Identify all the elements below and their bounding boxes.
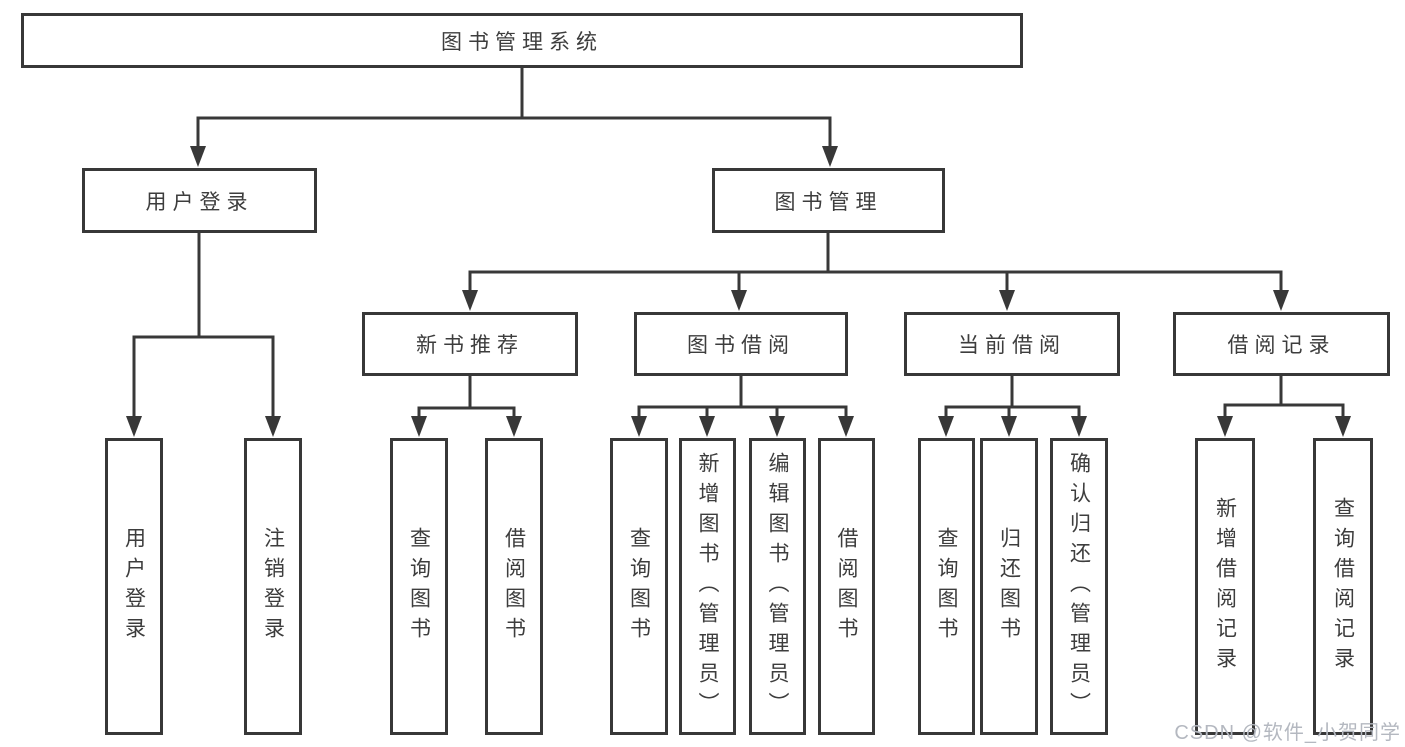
leaf-return-book: 归还图书 (980, 438, 1038, 735)
node-label: 图书管理系统 (441, 30, 603, 54)
node-label: 借阅图书 (502, 526, 526, 647)
leaf-confirm-return-admin: 确认归还（管理员） (1050, 438, 1108, 735)
leaf-add-book-admin: 新增图书（管理员） (679, 438, 736, 735)
leaf-borrow-books-2: 借阅图书 (818, 438, 875, 735)
node-book-management: 图书管理 (712, 168, 945, 233)
node-label: 用户登录 (145, 190, 254, 214)
leaf-query-books-current: 查询图书 (918, 438, 975, 735)
node-label: 注销登录 (261, 526, 285, 647)
leaf-query-books-recommend: 查询图书 (390, 438, 448, 735)
node-book-borrowing: 图书借阅 (634, 312, 848, 376)
node-label: 图书借阅 (687, 334, 795, 357)
node-label: 当前借阅 (958, 334, 1066, 357)
csdn-watermark: CSDN @软件_小贺同学 (1174, 722, 1401, 744)
node-current-borrowing: 当前借阅 (904, 312, 1120, 376)
node-label: 新增图书（管理员） (696, 451, 719, 722)
node-label: 借阅记录 (1227, 334, 1336, 357)
node-user-login: 用户登录 (82, 168, 317, 233)
leaf-edit-book-admin: 编辑图书（管理员） (749, 438, 806, 735)
node-label: 查询图书 (407, 526, 431, 647)
node-label: 新增借阅记录 (1213, 496, 1237, 677)
node-label: 借阅图书 (835, 526, 858, 647)
node-label: 用户登录 (122, 526, 146, 647)
leaf-logout: 注销登录 (244, 438, 302, 735)
node-new-book-recommend: 新书推荐 (362, 312, 578, 376)
node-label: 确认归还（管理员） (1067, 451, 1091, 722)
node-label: 归还图书 (997, 526, 1021, 647)
node-library-system: 图书管理系统 (21, 13, 1023, 68)
node-label: 查询图书 (935, 526, 958, 647)
leaf-query-borrow-record: 查询借阅记录 (1313, 438, 1373, 735)
node-label: 查询图书 (627, 526, 651, 647)
leaf-borrow-books-recommend: 借阅图书 (485, 438, 543, 735)
node-label: 新书推荐 (416, 334, 524, 357)
node-borrowing-records: 借阅记录 (1173, 312, 1390, 376)
leaf-add-borrow-record: 新增借阅记录 (1195, 438, 1255, 735)
node-label: 图书管理 (774, 190, 883, 214)
node-label: 查询借阅记录 (1331, 496, 1355, 677)
leaf-query-books-borrow: 查询图书 (610, 438, 668, 735)
node-label: 编辑图书（管理员） (766, 451, 789, 722)
leaf-user-login: 用户登录 (105, 438, 163, 735)
